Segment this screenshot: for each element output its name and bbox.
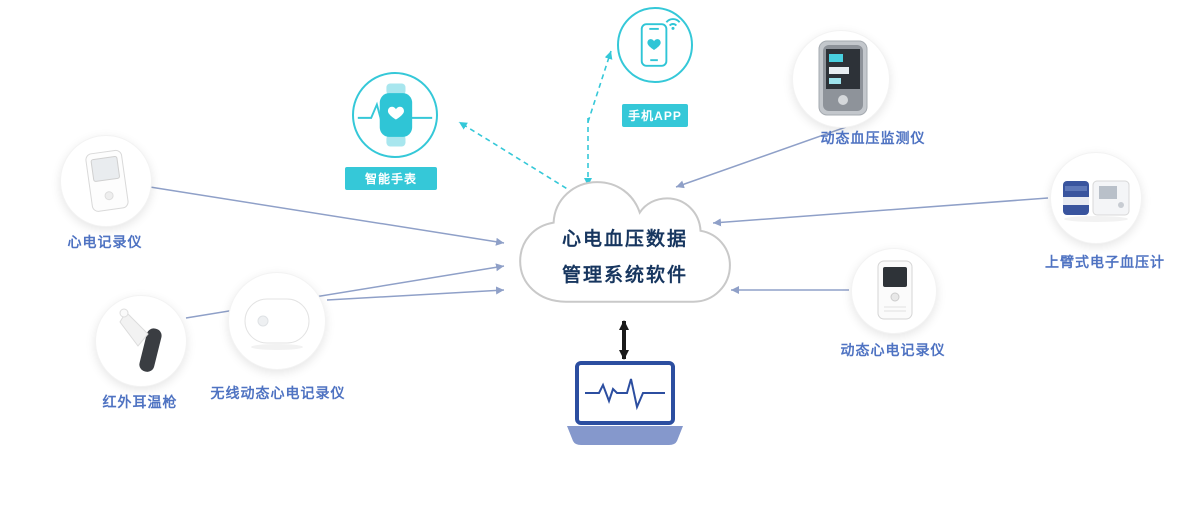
smartphone-heart-wifi-icon bbox=[617, 7, 693, 83]
cloud-outline-icon bbox=[519, 181, 731, 303]
ear-thermometer-glyph bbox=[119, 308, 162, 372]
cloud-shape bbox=[508, 172, 736, 324]
phone-app-label: 手机APP bbox=[622, 104, 688, 127]
arm-bp-meter-label: 上臂式电子血压计 bbox=[1045, 254, 1165, 270]
connector-patch-to-cloud bbox=[326, 286, 505, 301]
cloud-title-line1: 心电血压数据 bbox=[561, 229, 688, 250]
ear-thermometer-device-image bbox=[95, 295, 187, 387]
smartwatch-heart-icon bbox=[352, 72, 438, 158]
connector-bp-monitor-to-cloud bbox=[675, 126, 847, 189]
patch-label: 无线动态心电记录仪 bbox=[210, 385, 346, 401]
ecg-recorder-label: 心电记录仪 bbox=[67, 234, 143, 250]
patch-glyph bbox=[244, 298, 310, 350]
bp-monitor-glyph bbox=[818, 40, 868, 116]
holter-glyph bbox=[877, 260, 913, 320]
ecg-recorder-device-image bbox=[60, 135, 152, 227]
wireless-ecg-patch-device-image bbox=[228, 272, 326, 370]
holter-device-image bbox=[851, 248, 937, 334]
connector-cloud-to-watch-dashed bbox=[458, 121, 575, 194]
connector-arm-bp-to-cloud bbox=[712, 197, 1049, 227]
arm-bp-meter-device-image bbox=[1050, 152, 1142, 244]
arm-bp-meter-glyph bbox=[1063, 180, 1130, 222]
connector-ecg-recorder-to-cloud bbox=[149, 186, 505, 246]
smartwatch-glyph bbox=[357, 83, 433, 147]
laptop-glyph bbox=[567, 361, 683, 445]
bp-monitor-device-image bbox=[792, 30, 890, 128]
laptop-ecg-icon bbox=[555, 360, 695, 452]
smartphone-glyph bbox=[640, 18, 681, 67]
watch-label: 智能手表 bbox=[345, 167, 437, 190]
bp-monitor-label: 动态血压监测仪 bbox=[820, 130, 926, 146]
cloud-title: 心电血压数据 管理系统软件 bbox=[540, 222, 710, 294]
connector-cloud-to-phone-dashed bbox=[587, 50, 613, 123]
ecg-recorder-glyph bbox=[85, 149, 129, 212]
cloud-title-line2: 管理系统软件 bbox=[561, 265, 688, 286]
holter-label: 动态心电记录仪 bbox=[840, 342, 946, 358]
ear-thermometer-label: 红外耳温枪 bbox=[102, 394, 178, 410]
